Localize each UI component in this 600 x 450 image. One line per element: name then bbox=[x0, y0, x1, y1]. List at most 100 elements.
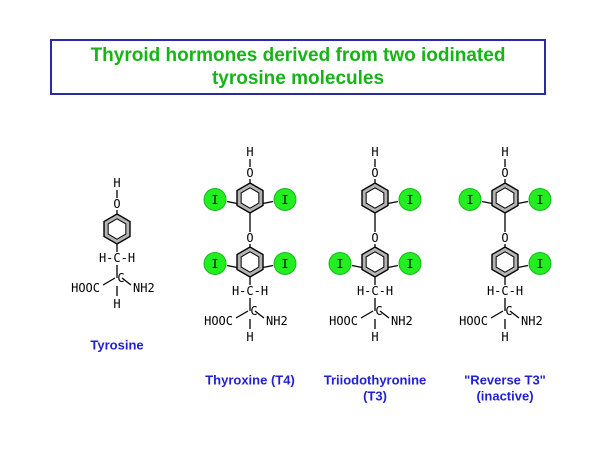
bond bbox=[254, 310, 265, 319]
iodine-label: I bbox=[281, 193, 288, 207]
iodine-circle bbox=[203, 188, 227, 211]
hydroxyl-h-label: H bbox=[501, 145, 508, 159]
iodine-label: I bbox=[536, 257, 543, 271]
iodine-circle bbox=[528, 252, 552, 275]
title-box: Thyroid hormones derived from two iodina… bbox=[50, 39, 546, 95]
iodine-right-inner-ring: I bbox=[273, 252, 297, 275]
iodine-right-inner-ring: I bbox=[528, 252, 552, 275]
title-line-2: tyrosine molecules bbox=[211, 68, 385, 89]
nh2-label: NH2 bbox=[133, 281, 155, 295]
bond bbox=[262, 264, 274, 269]
hydroxyl-group: OH bbox=[501, 145, 509, 183]
bond bbox=[262, 200, 274, 205]
iodine-label: I bbox=[536, 193, 543, 207]
alpha-carbon-label: C bbox=[117, 271, 124, 285]
iodine-label: I bbox=[406, 193, 413, 207]
caption-line-1: Triiodothyronine bbox=[324, 373, 427, 388]
iodine-right-inner-ring: I bbox=[398, 252, 422, 275]
ring-inner bbox=[365, 251, 385, 273]
nh2-label: NH2 bbox=[391, 314, 413, 328]
nh2-label: NH2 bbox=[521, 314, 543, 328]
caption-line-1: "Reverse T3" bbox=[464, 373, 546, 388]
caption-line-2: (inactive) bbox=[476, 389, 533, 404]
bond bbox=[360, 310, 374, 319]
outer-ring bbox=[236, 182, 264, 214]
hooc-label: HOOC bbox=[71, 281, 100, 295]
bottom-h-label: H bbox=[113, 297, 120, 311]
caption-line-1: Tyrosine bbox=[90, 338, 143, 353]
iodine-label: I bbox=[211, 193, 218, 207]
iodine-right-outer-ring: I bbox=[528, 188, 552, 211]
bond bbox=[226, 200, 238, 205]
iodine-circle bbox=[203, 252, 227, 275]
bottom-h-label: H bbox=[246, 330, 253, 344]
inner-ring bbox=[491, 246, 519, 278]
hydroxyl-h-label: H bbox=[371, 145, 378, 159]
alpha-carbon-label: C bbox=[375, 304, 382, 318]
outer-ring bbox=[361, 182, 389, 214]
hch-label: H-C-H bbox=[232, 284, 268, 298]
iodine-right-outer-ring: I bbox=[273, 188, 297, 211]
alpha-carbon-label: C bbox=[250, 304, 257, 318]
inner-ring bbox=[236, 246, 264, 278]
hooc-label: HOOC bbox=[459, 314, 488, 328]
ring-inner bbox=[495, 251, 515, 273]
iodine-left-inner-ring: I bbox=[328, 252, 352, 275]
iodine-label: I bbox=[281, 257, 288, 271]
oxygen-label: O bbox=[501, 166, 508, 180]
ring-inner bbox=[495, 187, 515, 209]
iodine-label: I bbox=[336, 257, 343, 271]
ether-oxygen-label: O bbox=[371, 231, 378, 245]
outer-ring bbox=[491, 182, 519, 214]
nh2-label: NH2 bbox=[266, 314, 288, 328]
hch-label: H-C-H bbox=[357, 284, 393, 298]
iodine-circle bbox=[528, 188, 552, 211]
bond bbox=[102, 277, 116, 286]
hydroxyl-group: OH bbox=[113, 176, 121, 214]
hydroxyl-group: OH bbox=[371, 145, 379, 183]
ring-inner bbox=[240, 187, 260, 209]
bond bbox=[387, 200, 399, 205]
title-line-1: Thyroid hormones derived from two iodina… bbox=[90, 45, 506, 66]
iodine-circle bbox=[273, 252, 297, 275]
bond bbox=[121, 277, 132, 286]
iodine-circle bbox=[328, 252, 352, 275]
hch-label: H-C-H bbox=[487, 284, 523, 298]
caption-line-1: Thyroxine (T4) bbox=[205, 373, 295, 388]
ring-inner bbox=[240, 251, 260, 273]
iodine-circle bbox=[458, 188, 482, 211]
bond bbox=[490, 310, 504, 319]
bond bbox=[351, 264, 363, 269]
ring-inner bbox=[365, 187, 385, 209]
bond bbox=[387, 264, 399, 269]
bond bbox=[517, 264, 529, 269]
alpha-carbon-label: C bbox=[505, 304, 512, 318]
iodine-right-outer-ring: I bbox=[398, 188, 422, 211]
ring-inner bbox=[107, 218, 127, 240]
bottom-h-label: H bbox=[501, 330, 508, 344]
iodine-label: I bbox=[211, 257, 218, 271]
iodine-circle bbox=[398, 252, 422, 275]
iodine-left-outer-ring: I bbox=[203, 188, 227, 211]
iodine-label: I bbox=[406, 257, 413, 271]
iodine-circle bbox=[398, 188, 422, 211]
hydroxyl-h-label: H bbox=[113, 176, 120, 190]
hch-label: H-C-H bbox=[99, 251, 135, 265]
iodine-left-outer-ring: I bbox=[458, 188, 482, 211]
iodine-left-inner-ring: I bbox=[203, 252, 227, 275]
bond bbox=[517, 200, 529, 205]
bottom-h-label: H bbox=[371, 330, 378, 344]
oxygen-label: O bbox=[113, 197, 120, 211]
bond bbox=[379, 310, 390, 319]
hydroxyl-group: OH bbox=[246, 145, 254, 183]
bond bbox=[226, 264, 238, 269]
